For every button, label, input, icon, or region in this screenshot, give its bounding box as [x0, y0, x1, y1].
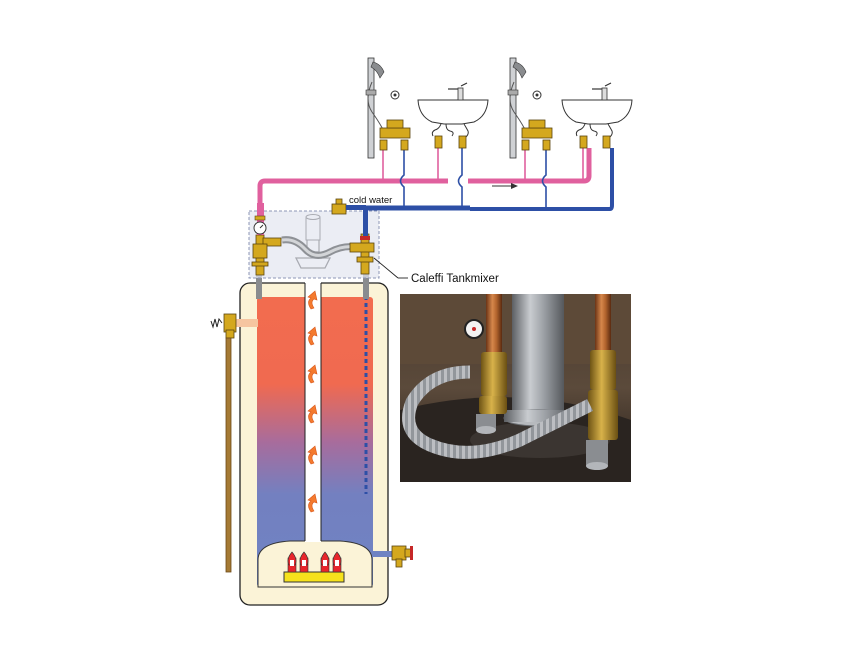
sink-faucet-icon [417, 82, 489, 149]
cold-water-inlet-valve [331, 198, 366, 215]
drain-valve [372, 545, 413, 568]
tankmixer-callout-line [373, 257, 399, 279]
tankmixer-cold-tee [349, 208, 375, 275]
tankmixer-label: Caleffi Tankmixer [411, 273, 499, 285]
cold-water-label: cold water [349, 195, 392, 206]
flame-icon [287, 551, 342, 573]
relief-valve [210, 313, 258, 573]
tankmixer-installation-photo [400, 294, 631, 482]
tankmixer-mixing-valve [251, 203, 282, 276]
cold-branch-pipes [399, 148, 547, 208]
burner [283, 571, 345, 583]
shower-icon [365, 57, 411, 159]
shower-icon [507, 57, 553, 159]
sink-faucet-icon [561, 82, 633, 149]
hot-branch-pipes [382, 148, 584, 181]
heat-flow-arrow-icon [307, 290, 318, 513]
hot-water-supply-pipe [257, 148, 592, 204]
flow-direction-arrow-icon [492, 183, 518, 189]
